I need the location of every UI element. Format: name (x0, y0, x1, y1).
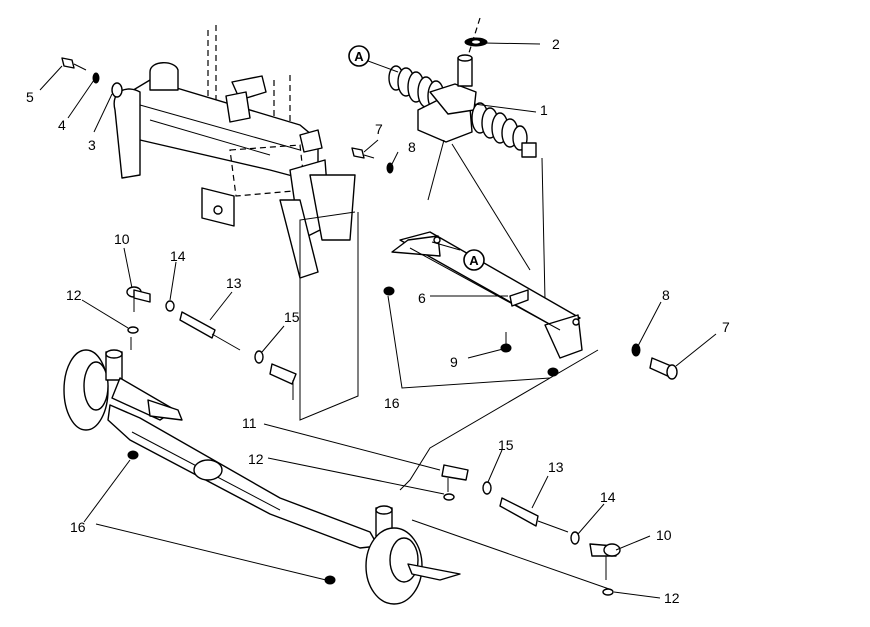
frame-assembly (113, 25, 356, 279)
reference-marker-a-lower: A (463, 249, 485, 271)
callout-15-left: 15 (284, 309, 300, 325)
callout-labels: 1 2 3 4 5 6 7 7 8 8 9 10 10 11 12 12 12 … (26, 36, 730, 606)
front-axle (63, 349, 461, 605)
callout-14-right: 14 (600, 489, 616, 505)
left-tie-rod (126, 286, 297, 400)
callout-11: 11 (242, 415, 257, 431)
hardware (61, 57, 678, 380)
right-boot (471, 102, 537, 158)
callout-7-lower: 7 (722, 319, 730, 335)
callout-5: 5 (26, 89, 34, 105)
callout-16-upper: 16 (384, 395, 400, 411)
callout-1: 1 (540, 102, 548, 118)
callout-16-lower: 16 (70, 519, 86, 535)
callout-2: 2 (552, 36, 560, 52)
callout-3: 3 (88, 137, 96, 153)
callout-13-left: 13 (226, 275, 242, 291)
callout-13-right: 13 (548, 459, 564, 475)
callout-10-left: 10 (114, 231, 130, 247)
right-tie-rod (441, 464, 621, 596)
callout-8-upper: 8 (408, 139, 416, 155)
callout-12-middle: 12 (248, 451, 264, 467)
callout-6: 6 (418, 290, 426, 306)
leader-lines (39, 42, 717, 599)
callout-12-left: 12 (66, 287, 82, 303)
marker-a-text: A (469, 253, 479, 268)
callout-7-upper: 7 (375, 121, 383, 137)
marker-a-text: A (354, 49, 364, 64)
callout-9: 9 (450, 354, 458, 370)
callout-10-right: 10 (656, 527, 672, 543)
callout-15-right: 15 (498, 437, 514, 453)
steering-gear-assembly (388, 17, 546, 301)
callout-8-lower: 8 (662, 287, 670, 303)
mounting-bracket (391, 231, 583, 359)
callout-4: 4 (58, 117, 66, 133)
callout-14-left: 14 (170, 248, 186, 264)
reference-marker-a-upper: A (348, 45, 370, 67)
callout-12-right: 12 (664, 590, 680, 606)
